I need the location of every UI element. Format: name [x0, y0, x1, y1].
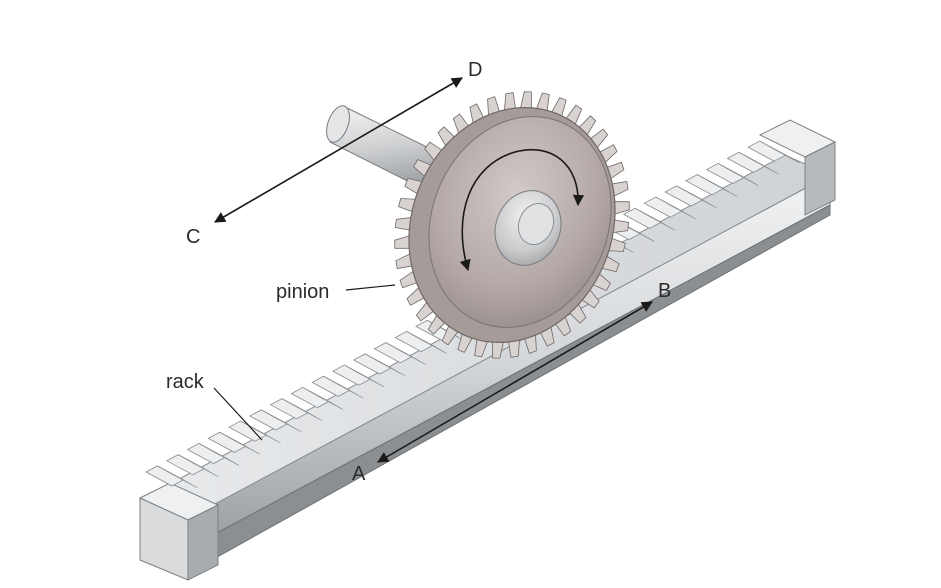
rack-tooth: [291, 387, 328, 407]
rack-tooth: [686, 175, 723, 195]
label-c: C: [186, 226, 200, 248]
label-a: A: [352, 463, 366, 485]
rack-tooth: [624, 208, 661, 228]
rack-tooth: [333, 365, 370, 385]
rack-tooth: [374, 343, 411, 363]
rack-tooth: [707, 163, 744, 183]
label-d: D: [468, 59, 482, 81]
rack-tooth: [644, 197, 681, 217]
rack-tooth: [271, 399, 308, 419]
label-b: B: [658, 280, 671, 302]
rack-tooth: [395, 331, 432, 351]
rack-tooth: [312, 376, 349, 396]
pinion-leader-line: [346, 285, 395, 290]
rack-tooth: [167, 455, 204, 475]
rack-tooth: [146, 466, 183, 486]
rack-tooth: [665, 186, 702, 206]
rack-tooth: [727, 152, 764, 172]
label-pinion: pinion: [276, 281, 329, 303]
rack-tooth: [208, 432, 245, 452]
rack-tooth: [354, 354, 391, 374]
rack-tooth: [250, 410, 287, 430]
label-rack: rack: [166, 371, 205, 393]
rack-tooth: [188, 443, 225, 463]
